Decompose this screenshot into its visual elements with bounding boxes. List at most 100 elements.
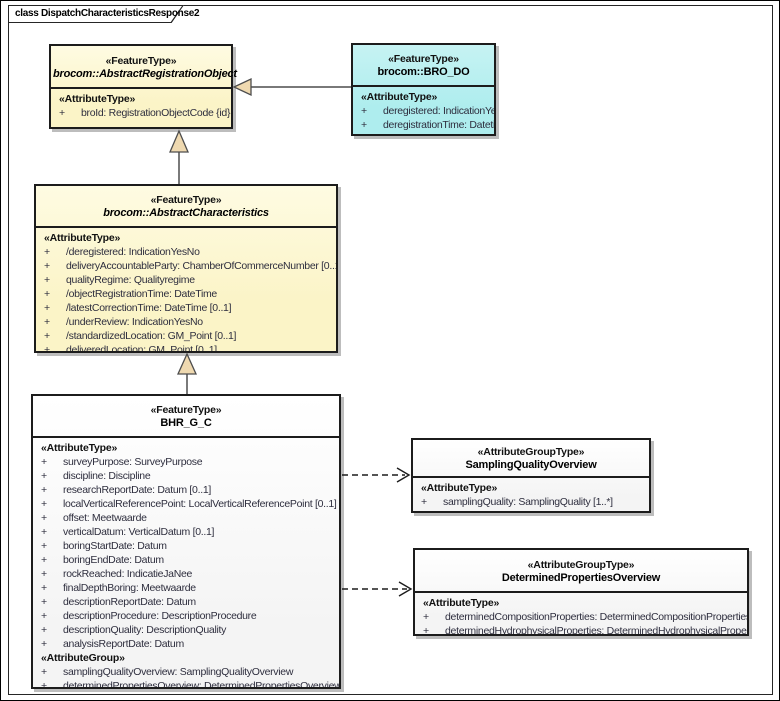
attribute-row: + descriptionQuality: DescriptionQuality xyxy=(41,623,337,637)
class-box-bro-do[interactable]: «FeatureType» brocom::BRO_DO «AttributeT… xyxy=(351,43,496,136)
attribute-compartment: «AttributeType» + broId: RegistrationObjec… xyxy=(51,89,231,127)
class-header: «FeatureType» brocom::AbstractCharacteri… xyxy=(36,186,336,228)
attribute-text: determinedPropertiesOverview: Determined… xyxy=(63,680,339,687)
attribute-text: /objectRegistrationTime: DateTime xyxy=(66,288,217,300)
section-stereotype: «AttributeType» xyxy=(41,442,118,454)
class-header: «FeatureType» brocom::BRO_DO xyxy=(353,45,494,87)
class-stereotype: «FeatureType» xyxy=(150,194,222,206)
attribute-compartment: «AttributeType» + determinedCompositionPro… xyxy=(415,593,747,634)
attribute-row: + determinedHydrophysicalProperties: Dete… xyxy=(423,624,747,634)
attribute-text: broId: RegistrationObjectCode {id} xyxy=(81,107,231,119)
class-stereotype: «FeatureType» xyxy=(150,404,222,416)
class-name: SamplingQualityOverview xyxy=(465,459,597,471)
visibility-marker: + xyxy=(41,666,48,678)
attribute-text: determinedHydrophysicalProperties: Deter… xyxy=(445,625,747,634)
attribute-row: +/objectRegistrationTime: DateTime xyxy=(44,287,334,301)
attribute-text: qualityRegime: Qualityregime xyxy=(66,274,195,286)
visibility-marker: + xyxy=(44,246,51,258)
visibility-marker: + xyxy=(44,316,51,328)
attribute-row: + verticalDatum: VerticalDatum [0..1] xyxy=(41,525,337,539)
visibility-marker: + xyxy=(41,512,48,524)
class-box-abstract-registration-object[interactable]: «FeatureType» brocom::AbstractRegistrati… xyxy=(49,44,237,129)
section-stereotype: «AttributeType» xyxy=(423,597,500,609)
attribute-row: +offset: Meetwaarde xyxy=(41,511,337,525)
section-stereotype: «AttributeType» xyxy=(361,91,438,103)
attribute-row: + broId: RegistrationObjectCode {id} xyxy=(59,106,231,120)
visibility-marker: + xyxy=(41,526,48,538)
attribute-text: /underReview: IndicationYesNo xyxy=(66,316,203,328)
visibility-marker: + xyxy=(41,638,48,650)
visibility-marker: + xyxy=(41,596,48,608)
attribute-text: localVerticalReferencePoint: LocalVertic… xyxy=(63,498,337,510)
class-stereotype: «FeatureType» xyxy=(388,53,459,65)
class-stereotype: «AttributeGroupType» xyxy=(477,446,585,458)
class-box-bhr-g-c[interactable]: «FeatureType» BHR_G_C «AttributeType» + su… xyxy=(31,394,341,689)
attribute-text: /deregistered: IndicationYesNo xyxy=(66,246,200,258)
visibility-marker: + xyxy=(41,568,48,580)
attribute-row: + qualityRegime: Qualityregime xyxy=(44,273,334,287)
section-stereotype: «AttributeType» xyxy=(421,482,498,494)
attribute-text: descriptionReportDate: Datum xyxy=(63,596,196,608)
attribute-compartment: «AttributeType» + surveyPurpose: SurveyPur… xyxy=(33,438,339,687)
attribute-row: +boringStartDate: Datum xyxy=(41,539,337,553)
attribute-text: deliveredLocation: GM_Point [0..1] xyxy=(66,344,217,351)
attribute-text: samplingQualityOverview: SamplingQuality… xyxy=(63,666,294,678)
attribute-compartment: «AttributeType»+/deregistered: Indicatio… xyxy=(36,228,336,351)
diagram-frame-tab xyxy=(8,5,184,23)
attribute-text: deregistrationTime: Datetime xyxy=(383,119,494,131)
visibility-marker: + xyxy=(423,625,430,634)
attribute-row: + /latestCorrectionTime: DateTime [0..1] xyxy=(44,301,334,315)
visibility-marker: + xyxy=(41,624,48,636)
attribute-text: boringEndDate: Datum xyxy=(63,554,164,566)
attribute-row: + deregistered: IndicationYesNo xyxy=(361,104,494,118)
attribute-row: + /underReview: IndicationYesNo xyxy=(44,315,334,329)
visibility-marker: + xyxy=(59,107,66,119)
class-box-abstract-characteristics[interactable]: «FeatureType» brocom::AbstractCharacteri… xyxy=(34,184,338,353)
attribute-text: determinedCompositionProperties: Determi… xyxy=(445,611,747,623)
section-stereotype: «AttributeType» xyxy=(59,93,136,105)
attribute-row: + determinedPropertiesOverview: Determine… xyxy=(41,679,339,687)
attribute-row: + analysisReportDate: Datum xyxy=(41,637,337,651)
attribute-text: /standardizedLocation: GM_Point [0..1] xyxy=(66,330,237,342)
attribute-row: +boringEndDate: Datum xyxy=(41,553,337,567)
visibility-marker: + xyxy=(421,496,428,508)
attribute-text: samplingQuality: SamplingQuality [1..*] xyxy=(443,496,613,508)
visibility-marker: + xyxy=(423,611,430,623)
class-stereotype: «AttributeGroupType» xyxy=(527,558,635,571)
class-name: DeterminedPropertiesOverview xyxy=(501,571,661,584)
visibility-marker: + xyxy=(44,274,51,286)
visibility-marker: + xyxy=(44,260,51,272)
attribute-text: descriptionQuality: DescriptionQuality xyxy=(63,624,227,636)
attribute-text: deregistered: IndicationYesNo xyxy=(383,105,494,117)
attribute-text: rockReached: IndicatieJaNee xyxy=(63,568,193,580)
attribute-row: + deliveredLocation: GM_Point [0..1] xyxy=(44,343,334,351)
visibility-marker: + xyxy=(44,302,51,314)
attribute-row: +discipline: Discipline xyxy=(41,469,337,483)
attribute-text: surveyPurpose: SurveyPurpose xyxy=(63,456,203,468)
class-name: BHR_G_C xyxy=(160,417,212,429)
class-name: brocom::AbstractCharacteristics xyxy=(103,207,269,219)
class-header: «AttributeGroupType» DeterminedPropertie… xyxy=(415,550,747,593)
attribute-row: + deliveryAccountableParty: ChamberOfComm… xyxy=(44,259,336,273)
class-header: «FeatureType» BHR_G_C xyxy=(33,396,339,438)
attribute-text: deliveryAccountableParty: ChamberOfComme… xyxy=(66,260,336,272)
visibility-marker: + xyxy=(41,680,48,687)
attribute-text: discipline: Discipline xyxy=(63,470,151,482)
visibility-marker: + xyxy=(41,582,48,594)
attribute-row: + determinedCompositionProperties: Determ… xyxy=(423,610,747,624)
attribute-row: + /deregistered: IndicationYesNo xyxy=(44,245,334,259)
attribute-text: /latestCorrectionTime: DateTime [0..1] xyxy=(66,302,232,314)
attribute-text: analysisReportDate: Datum xyxy=(63,638,184,650)
visibility-marker: + xyxy=(44,330,51,342)
visibility-marker: + xyxy=(44,344,51,351)
class-box-sampling-quality-overview[interactable]: «AttributeGroupType» SamplingQualityOver… xyxy=(411,438,651,513)
attribute-row: + rockReached: IndicatieJaNee xyxy=(41,567,337,581)
visibility-marker: + xyxy=(41,456,48,468)
attribute-text: verticalDatum: VerticalDatum [0..1] xyxy=(63,526,215,538)
class-header: «FeatureType» brocom::AbstractRegistrati… xyxy=(51,46,237,89)
visibility-marker: + xyxy=(361,105,368,117)
class-box-determined-properties-overview[interactable]: «AttributeGroupType» DeterminedPropertie… xyxy=(413,548,749,636)
attribute-row: +descriptionProcedure: DescriptionProced… xyxy=(41,609,337,623)
diagram-title: class DispatchCharacteristicsResponse2 xyxy=(15,8,200,19)
